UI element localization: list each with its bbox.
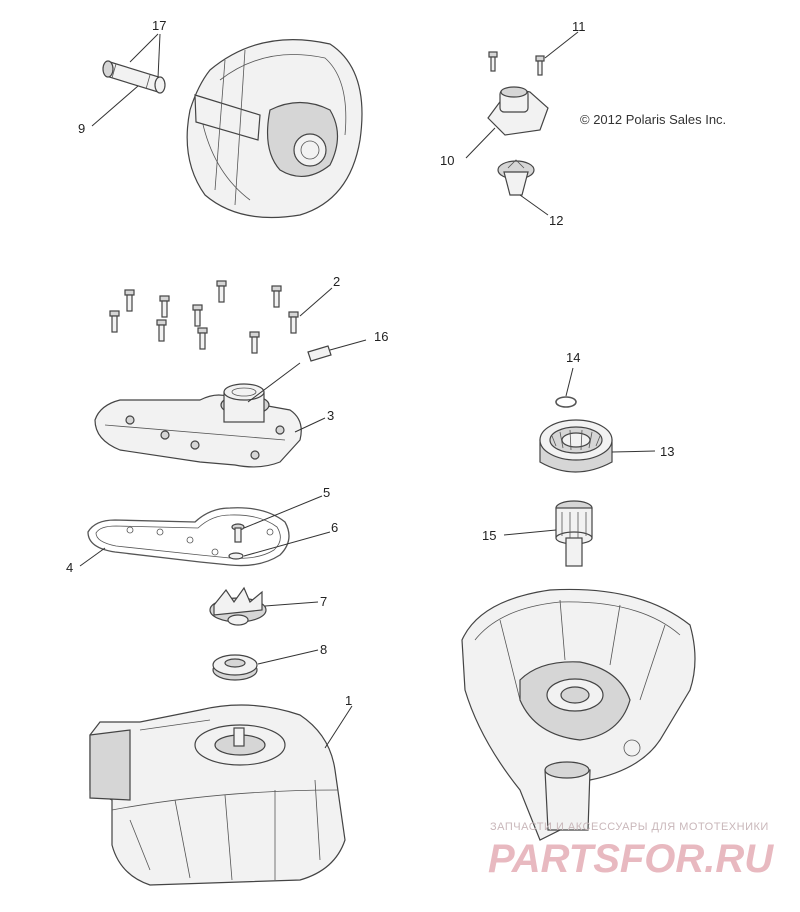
leader-2 — [299, 287, 333, 317]
leader-8 — [257, 649, 319, 665]
part-8-seal — [212, 654, 258, 681]
callout-2: 2 — [333, 274, 340, 289]
callout-4: 4 — [66, 560, 73, 575]
leader-17b — [157, 33, 161, 79]
callout-9: 9 — [78, 121, 85, 136]
leader-6 — [243, 531, 331, 557]
part-15-shaft — [555, 500, 593, 567]
engine-case-bottom — [461, 588, 696, 841]
part-13-bearing — [539, 419, 613, 473]
leader-16 — [329, 339, 367, 351]
watermark-subtitle: ЗАПЧАСТИ И АКСЕССУАРЫ ДЛЯ МОТОТЕХНИКИ — [490, 821, 769, 833]
leader-4 — [79, 547, 106, 567]
part-12-thermostat — [497, 159, 535, 196]
part-14-oring — [555, 396, 577, 408]
leader-15 — [503, 529, 557, 536]
callout-16: 16 — [374, 329, 388, 344]
part-16-pin — [307, 345, 332, 362]
part-3-pump-cover — [94, 383, 302, 468]
callout-11: 11 — [572, 19, 586, 34]
part-9-sleeve — [102, 60, 166, 94]
part-5-screw — [231, 523, 245, 543]
leader-14 — [565, 367, 574, 397]
callout-17: 17 — [152, 18, 166, 33]
leader-16-to-cover — [247, 362, 301, 403]
leader-5 — [243, 495, 323, 529]
leader-10 — [465, 127, 496, 159]
leader-3 — [294, 417, 326, 433]
callout-5: 5 — [323, 485, 330, 500]
callout-1: 1 — [345, 693, 352, 708]
leader-7 — [264, 601, 319, 607]
callout-8: 8 — [320, 642, 327, 657]
part-1-cover — [89, 704, 346, 886]
part-10-housing — [487, 86, 549, 136]
callout-7: 7 — [320, 594, 327, 609]
part-7-impeller — [209, 586, 267, 626]
part-4-gasket — [87, 507, 290, 567]
part-11-bolts — [488, 51, 545, 76]
part-6-washer — [228, 552, 244, 560]
leader-11 — [544, 31, 579, 59]
callout-14: 14 — [566, 350, 580, 365]
part-2-bolts — [109, 280, 299, 354]
watermark-brand: PARTSFOR.RU — [488, 837, 774, 881]
callout-12: 12 — [549, 213, 563, 228]
callout-6: 6 — [331, 520, 338, 535]
callout-15: 15 — [482, 528, 496, 543]
callout-3: 3 — [327, 408, 334, 423]
leader-13 — [611, 450, 656, 453]
leader-9 — [91, 85, 139, 127]
engine-case-top — [186, 39, 363, 219]
leader-12 — [519, 194, 549, 216]
leader-17a — [129, 33, 159, 63]
copyright-notice: © 2012 Polaris Sales Inc. — [580, 112, 726, 127]
callout-13: 13 — [660, 444, 674, 459]
callout-10: 10 — [440, 153, 454, 168]
leader-1 — [324, 705, 353, 749]
